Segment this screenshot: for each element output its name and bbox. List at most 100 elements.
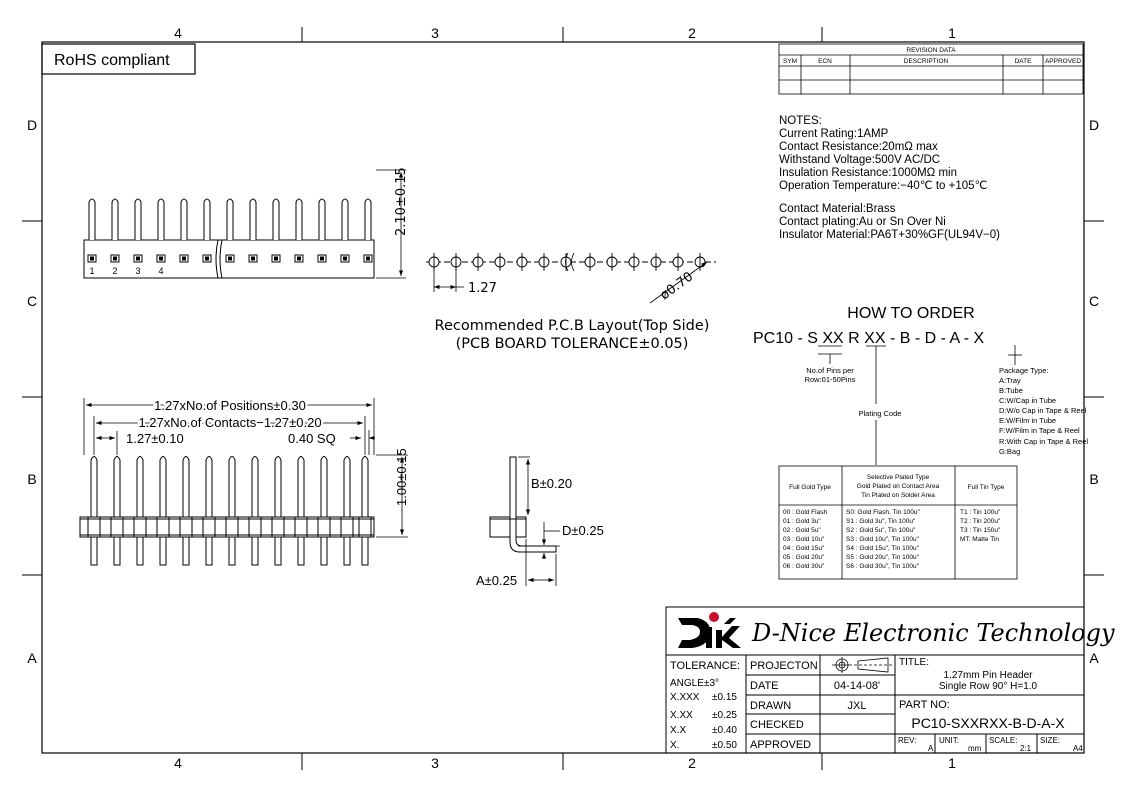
zone-top-2: 2 [688,25,696,41]
pcb-hole [516,253,528,271]
package-type-r: R:With Cap in Tape & Reel [999,437,1088,446]
tolerance-x-value: ±0.50 [712,740,737,751]
side-pin-body [202,516,216,538]
note-contact-material: Contact Material:Brass [779,203,896,215]
dim-d: D±0.25 [562,523,604,538]
note-operation-temperature: Operation Temperature:−40℃ to +105℃ [779,180,988,192]
tolerance-xx-value: ±0.40 [712,725,737,736]
plating-col2-header-1: Selective Plated Type [867,474,930,481]
front-pin-dot [297,256,301,261]
revision-header-approved: APPROVED [1045,58,1081,65]
zone-right-b: B [1089,471,1098,487]
company-logo [678,612,741,648]
plating-tin-t3: T3 : Tin 150u" [960,527,1001,534]
zone-right-a: A [1089,650,1099,666]
side-pin-lower [182,536,190,566]
package-type-f: F:W/Film in Tape & Reel [999,426,1080,435]
front-pin-shaft [272,198,280,240]
revision-header-date: DATE [1015,58,1033,65]
package-type-d: D:W/o Cap in Tape & Reel [999,406,1087,415]
side-view [79,456,375,566]
note-insulator-material: Insulator Material:PA6T+30%GF(UL94V−0) [779,229,1000,241]
zone-bottom-3: 3 [431,755,439,771]
front-pin [202,198,212,263]
side-pin-upper [113,456,121,517]
size-value: A4 [1073,744,1083,753]
front-pin [294,198,304,263]
side-pin-lower [205,536,213,566]
plating-gold-05: 05 : Gold 20u" [783,554,825,561]
pcb-hole [672,253,684,271]
side-pin-lower [113,536,121,566]
side-pin-lower [136,536,144,566]
side-pin-lower [320,536,328,566]
tolerance-angle-label: ANGLE [670,678,704,689]
side-pin-upper [343,456,351,517]
zone-right-d: D [1089,117,1099,133]
tolerance-xxxx-value: ±0.15 [712,692,737,703]
tolerance-xxx-label: X.XX [670,710,693,721]
title-label: TITLE: [899,657,929,668]
side-pin-upper [136,456,144,517]
package-type-g: G:Bag [999,447,1020,456]
projection-symbol-icon [832,657,892,673]
pin-number-2: 2 [112,266,117,276]
front-pin-shaft [157,198,165,240]
side-pin-upper [182,456,190,517]
plating-selective-s4: S4 : Gold 15u", Tin 100u" [846,545,920,552]
plating-gold-06: 06 : Gold 30u" [783,563,825,570]
tolerance-xxx-value: ±0.25 [712,710,737,721]
pcb-hole [606,253,618,271]
front-pin-dot [251,256,255,261]
plating-gold-01: 01 : Gold 3u" [783,518,821,525]
side-pin-body [271,516,285,538]
front-pin-dot [182,256,186,261]
side-pin-lower [228,536,236,566]
front-pin [179,198,189,263]
side-pin-upper [320,456,328,517]
side-pin [225,456,239,566]
pcb-hole [694,253,706,271]
dim-side-height: 1.00±0.15 [394,448,409,506]
plating-col3-header: Full Tin Type [968,484,1005,491]
front-pin [225,198,235,263]
side-pin [294,456,308,566]
plating-col1-header: Full Gold Type [789,484,831,491]
zone-top-3: 3 [431,25,439,41]
front-pin [110,198,120,263]
title-block [665,606,1085,754]
front-pin [271,198,281,263]
dim-pitch: 1.27±0.10 [126,431,184,446]
rohs-label: RoHS compliant [54,52,170,69]
side-pin-upper [90,456,98,517]
plating-col2-header-3: Tin Plated on Solder Area [861,492,935,499]
pin-number-1: 1 [89,266,94,276]
pcb-caption-line1: Recommended P.C.B Layout(Top Side) [435,318,710,334]
zone-left-a: A [27,650,37,666]
tolerance-angle-value: ±3° [704,678,719,689]
front-pin-dot [366,256,370,261]
pcb-hole [560,253,572,271]
plating-gold-04: 04 : Gold 15u" [783,545,825,552]
side-pin-body [317,516,331,538]
front-pin [340,198,350,263]
checked-label: CHECKED [750,719,804,731]
notes-block: NOTES: Current Rating:1AMP Contact Resis… [779,115,1000,241]
front-pin [317,198,327,263]
revision-table [778,43,1084,95]
front-pin [87,198,97,263]
front-pin-shaft [226,198,234,240]
side-pin-upper [274,456,282,517]
note-withstand-voltage: Withstand Voltage:500V AC/DC [779,154,940,166]
front-height-dim: 2.10±0.15 [394,167,409,236]
pcb-pitch-dim: 1.27 [468,281,497,296]
side-pin-lower [297,536,305,566]
side-pin-body [87,516,101,538]
pcb-hole-dim: ø0.70 [658,269,697,303]
side-pin-upper [228,456,236,517]
tolerance-label: TOLERANCE: [670,660,740,672]
side-pin [110,456,124,566]
note-contact-resistance: Contact Resistance:20mΩ max [779,141,938,153]
front-view [83,198,375,279]
plating-gold-02: 02 : Gold 5u" [783,527,821,534]
